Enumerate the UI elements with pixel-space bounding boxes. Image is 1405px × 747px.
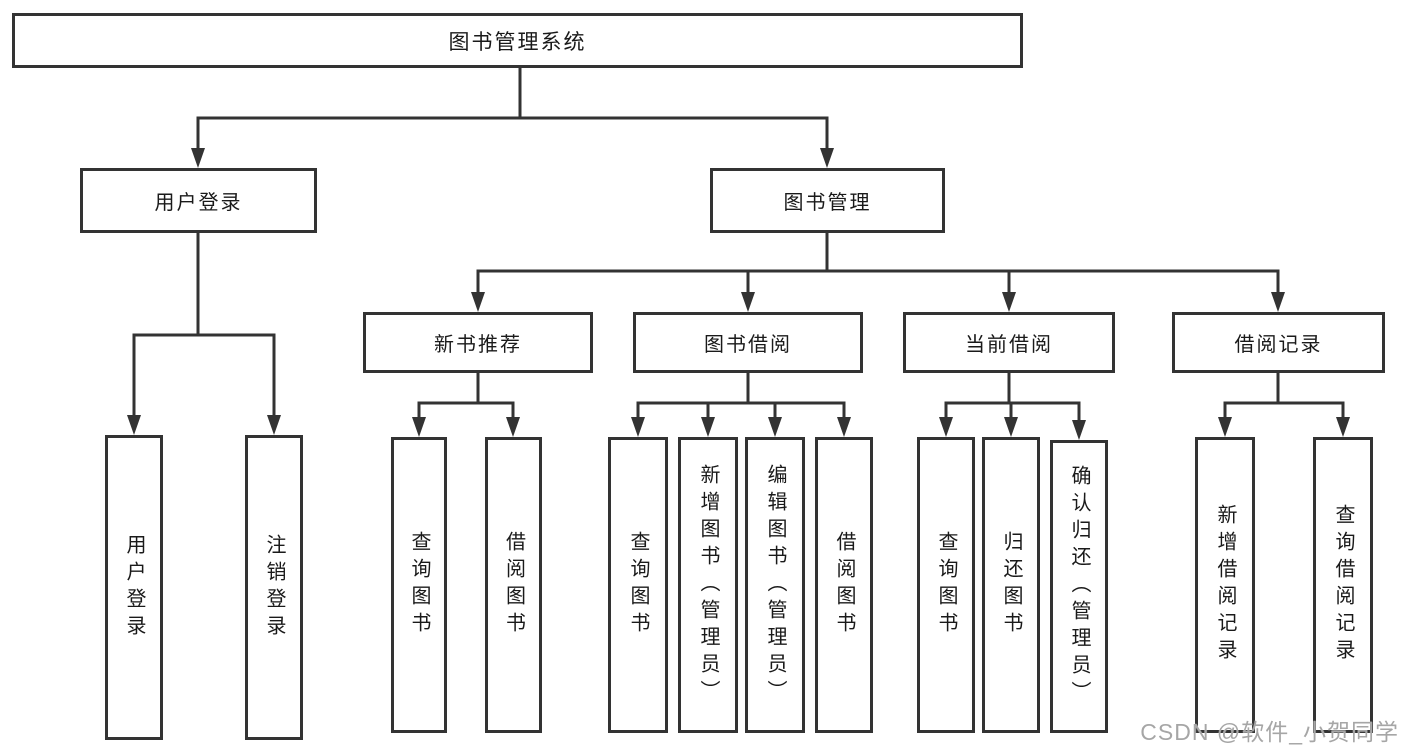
node-library-system: 图书管理系统 xyxy=(12,13,1023,68)
node-book-borrow: 图书借阅 xyxy=(633,312,863,373)
leaf-current-return-books-label: 归还图书 xyxy=(1000,531,1022,639)
leaf-borrow-edit-books-admin: 编辑图书（管理员） xyxy=(745,437,805,733)
leaf-logout-login-label: 注销登录 xyxy=(263,533,285,642)
node-book-management: 图书管理 xyxy=(710,168,945,233)
leaf-recommend-borrow-books-label: 借阅图书 xyxy=(502,531,525,639)
leaf-recommend-query-books-label: 查询图书 xyxy=(408,531,430,639)
node-borrow-records: 借阅记录 xyxy=(1172,312,1385,373)
leaf-records-query-record: 查询借阅记录 xyxy=(1313,437,1373,733)
leaf-records-add-record-label: 新增借阅记录 xyxy=(1214,504,1236,666)
node-new-book-recommend: 新书推荐 xyxy=(363,312,593,373)
leaf-records-add-record: 新增借阅记录 xyxy=(1195,437,1255,733)
leaf-recommend-borrow-books: 借阅图书 xyxy=(485,437,542,733)
node-user-login: 用户登录 xyxy=(80,168,317,233)
leaf-borrow-borrow-books-label: 借阅图书 xyxy=(833,531,855,639)
leaf-borrow-query-books: 查询图书 xyxy=(608,437,668,733)
watermark: CSDN @软件_小贺同学 xyxy=(1140,719,1399,745)
leaf-borrow-edit-books-admin-label: 编辑图书（管理员） xyxy=(764,463,786,707)
leaf-current-confirm-return-admin: 确认归还（管理员） xyxy=(1050,440,1108,733)
leaf-recommend-query-books: 查询图书 xyxy=(391,437,447,733)
node-current-borrow: 当前借阅 xyxy=(903,312,1115,373)
leaf-current-query-books: 查询图书 xyxy=(917,437,975,733)
leaf-current-query-books-label: 查询图书 xyxy=(935,531,957,639)
leaf-borrow-query-books-label: 查询图书 xyxy=(627,531,649,639)
leaf-borrow-add-books-admin-label: 新增图书（管理员） xyxy=(697,463,719,707)
leaf-borrow-borrow-books: 借阅图书 xyxy=(815,437,873,733)
leaf-records-query-record-label: 查询借阅记录 xyxy=(1332,504,1354,666)
leaf-logout-login: 注销登录 xyxy=(245,435,303,740)
leaf-borrow-add-books-admin: 新增图书（管理员） xyxy=(678,437,738,733)
leaf-current-return-books: 归还图书 xyxy=(982,437,1040,733)
leaf-current-confirm-return-admin-label: 确认归还（管理员） xyxy=(1068,465,1090,708)
leaf-user-login: 用户登录 xyxy=(105,435,163,740)
leaf-user-login-label: 用户登录 xyxy=(123,533,145,642)
